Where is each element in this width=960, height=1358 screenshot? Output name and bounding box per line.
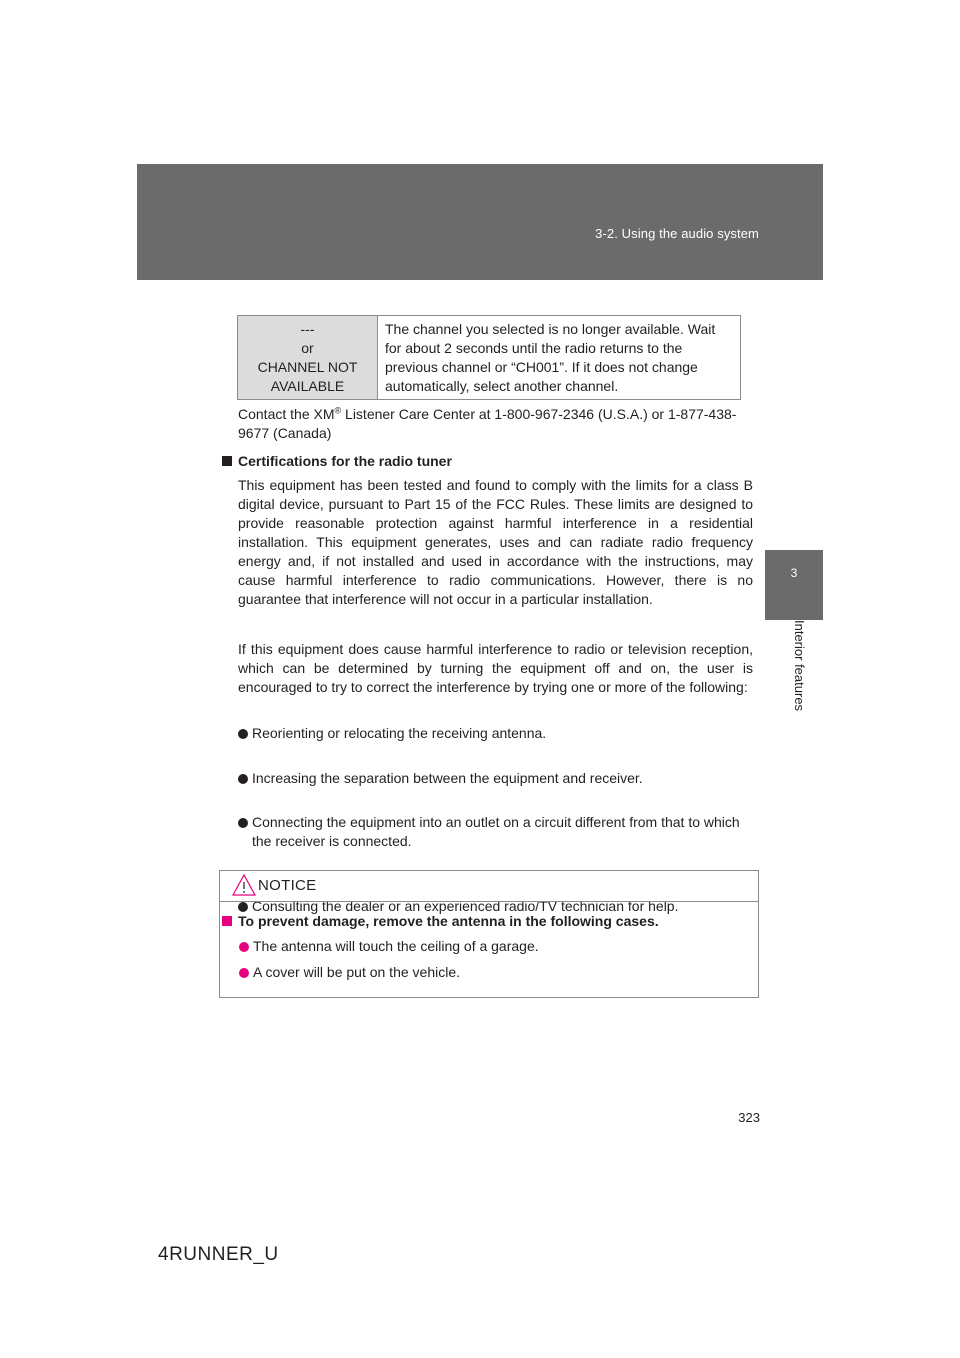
- notice-title: NOTICE: [258, 877, 317, 894]
- bullet-dot-icon: [238, 774, 248, 784]
- list-item: Consulting the dealer or an experienced …: [238, 897, 772, 916]
- notice-header: NOTICE: [220, 871, 758, 902]
- contact-prefix: Contact the XM: [238, 406, 335, 422]
- status-description: The channel you selected is no longer av…: [377, 315, 741, 400]
- list-item: Connecting the equipment into an outlet …: [238, 813, 762, 851]
- status-table: --- or CHANNEL NOT AVAILABLE The channel…: [237, 315, 741, 400]
- list-item: Reorienting or relocating the receiving …: [238, 724, 772, 743]
- registered-mark: ®: [334, 405, 342, 416]
- square-bullet-icon: [222, 456, 232, 466]
- status-key-line: or: [301, 340, 314, 356]
- chapter-number: 3: [790, 566, 798, 580]
- warning-triangle-icon: [231, 873, 257, 901]
- list-item-text: Reorienting or relocating the receiving …: [252, 725, 547, 741]
- contact-paragraph: Contact the XM® Listener Care Center at …: [238, 405, 753, 443]
- status-key-line: AVAILABLE: [270, 378, 345, 394]
- certifications-paragraph-2: If this equipment does cause harmful int…: [238, 641, 753, 695]
- status-key-cell: --- or CHANNEL NOT AVAILABLE: [237, 315, 378, 400]
- bullet-dot-icon: [239, 968, 249, 978]
- header-band: 3-2. Using the audio system: [137, 164, 823, 280]
- notice-heading-text: To prevent damage, remove the antenna in…: [238, 913, 659, 929]
- status-key-line: ---: [300, 321, 315, 337]
- status-key-line: CHANNEL NOT: [257, 359, 358, 375]
- page-number: 323: [738, 1110, 760, 1125]
- square-bullet-icon: [222, 916, 232, 926]
- list-item: Increasing the separation between the eq…: [238, 769, 772, 788]
- chapter-label: Interior features: [792, 620, 807, 712]
- notice-list-item-text: The antenna will touch the ceiling of a …: [253, 938, 539, 954]
- bullet-dot-icon: [238, 818, 248, 828]
- model-code: 4RUNNER_U: [158, 1244, 279, 1265]
- bullet-dot-icon: [239, 942, 249, 952]
- notice-list-item: The antenna will touch the ceiling of a …: [239, 937, 539, 956]
- list-item-text: Consulting the dealer or an experienced …: [252, 898, 679, 914]
- notice-list-item: A cover will be put on the vehicle.: [239, 963, 460, 982]
- bullet-dot-icon: [238, 729, 248, 739]
- certifications-heading: Certifications for the radio tuner: [222, 453, 452, 469]
- list-item-text: Connecting the equipment into an outlet …: [252, 814, 740, 849]
- certifications-heading-text: Certifications for the radio tuner: [238, 453, 452, 469]
- certifications-paragraph-1: This equipment has been tested and found…: [238, 477, 753, 607]
- notice-list-item-text: A cover will be put on the vehicle.: [253, 964, 461, 980]
- notice-heading: To prevent damage, remove the antenna in…: [222, 913, 659, 929]
- chapter-tab: 3: [765, 550, 823, 620]
- status-row: --- or CHANNEL NOT AVAILABLE The channel…: [237, 315, 741, 400]
- contact-suffix: Listener Care Center at 1-800-967-2346 (…: [238, 406, 737, 441]
- bullet-dot-icon: [238, 902, 248, 912]
- section-title: 3-2. Using the audio system: [595, 226, 759, 241]
- list-item-text: Increasing the separation between the eq…: [252, 770, 643, 786]
- notice-box: NOTICE To prevent damage, remove the ant…: [219, 870, 759, 998]
